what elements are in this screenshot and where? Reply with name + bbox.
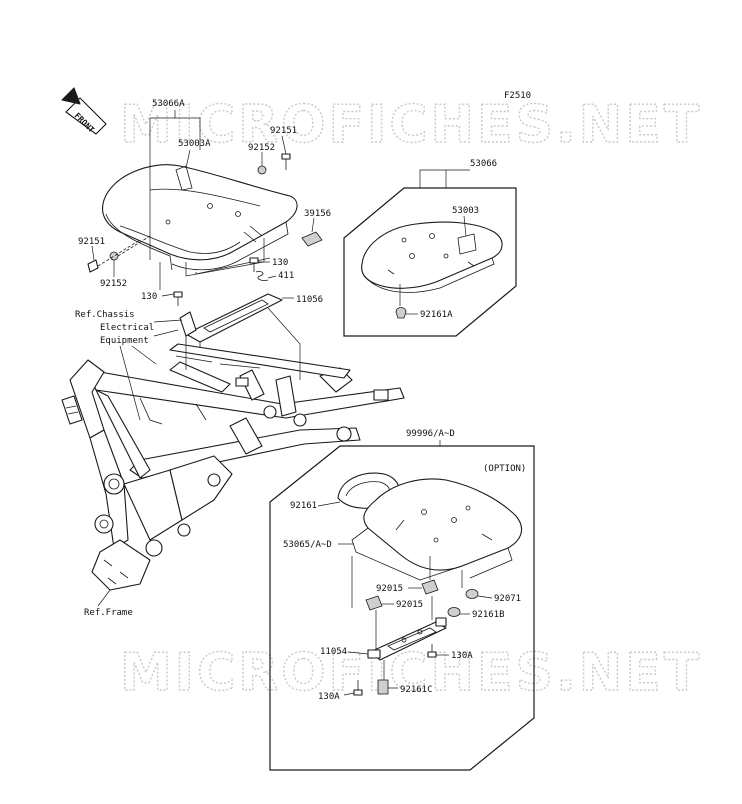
seat-cowl-53065 xyxy=(351,478,523,581)
option-box xyxy=(269,445,535,771)
bolt-130-top-icon xyxy=(249,257,259,272)
ref-electrical-label: Electrical xyxy=(100,323,154,333)
washer-92152-left-icon xyxy=(109,251,119,261)
callout-92071: 92071 xyxy=(494,594,521,604)
pad-39156-icon xyxy=(301,231,323,247)
callout-92152-left: 92152 xyxy=(100,279,127,289)
callout-11054: 11054 xyxy=(320,647,347,657)
callout-53065: 53065/A~D xyxy=(283,540,332,550)
leader-92071 xyxy=(477,595,493,599)
grommet-92071-icon xyxy=(465,589,479,599)
leader-130-b xyxy=(161,293,175,297)
dash-left-fasteners xyxy=(97,235,151,267)
leader-53003A xyxy=(185,149,191,169)
rider-seat-53066A xyxy=(102,164,298,271)
bolt-92151-left-icon xyxy=(87,259,99,273)
damper-92161A-icon xyxy=(395,307,407,319)
leader-92151-top xyxy=(281,135,287,155)
figure-code: F2510 xyxy=(504,91,531,101)
ref-equipment-label: Equipment xyxy=(100,336,149,346)
leader-ref-frame xyxy=(97,589,111,607)
ref-chassis-label: Ref.Chassis xyxy=(75,310,135,320)
callout-53003: 53003 xyxy=(452,206,479,216)
callout-39156: 39156 xyxy=(304,209,331,219)
damper-92161B-icon xyxy=(447,607,461,617)
callout-92015-b: 92015 xyxy=(396,600,423,610)
bolt-130A-b-icon xyxy=(353,680,363,696)
bolt-130-left-icon xyxy=(173,291,183,306)
callout-92151-left: 92151 xyxy=(78,237,105,247)
damper-92015-a-icon xyxy=(421,579,439,595)
leader-53066A xyxy=(149,110,201,260)
spring-411-icon xyxy=(255,271,269,281)
leader-11054 xyxy=(347,651,369,655)
leader-ref-chassis xyxy=(153,319,183,337)
option-label: (OPTION) xyxy=(483,464,526,474)
bracket-11054 xyxy=(367,617,447,661)
leader-seat-bracket xyxy=(159,238,265,290)
leader-bracket-frame xyxy=(185,307,301,380)
leader-damper-bracket xyxy=(375,596,433,650)
ref-frame-label: Ref.Frame xyxy=(84,608,133,618)
callout-53003A: 53003A xyxy=(178,139,211,149)
leader-39156 xyxy=(311,217,315,233)
callout-92161: 92161 xyxy=(290,501,317,511)
leader-92161 xyxy=(317,501,341,507)
leader-chassis-frame xyxy=(119,345,157,421)
leader-130A-b xyxy=(343,692,355,696)
damper-92015-b-icon xyxy=(365,595,383,611)
leader-53003 xyxy=(463,215,467,237)
leader-411 xyxy=(267,275,277,279)
callout-92161B: 92161B xyxy=(472,610,505,620)
leader-53066 xyxy=(419,169,470,188)
washer-92152-top-icon xyxy=(257,165,267,175)
callout-92161A: 92161A xyxy=(420,310,453,320)
callout-92161C: 92161C xyxy=(400,685,433,695)
motorcycle-frame xyxy=(61,343,405,591)
leader-92161C xyxy=(383,660,398,689)
pillion-seat-box xyxy=(343,187,517,337)
callout-130-a: 130 xyxy=(272,258,288,268)
leader-cowl-lower xyxy=(351,556,463,608)
callout-92015-a: 92015 xyxy=(376,584,403,594)
callout-53066A: 53066A xyxy=(152,99,185,109)
damper-92161C-icon xyxy=(377,679,389,695)
callout-130A-b: 130A xyxy=(318,692,340,702)
callout-130A-a: 130A xyxy=(451,651,473,661)
callout-130-b: 130 xyxy=(141,292,157,302)
bolt-92151-top-icon xyxy=(281,153,291,170)
callout-92152-top: 92152 xyxy=(248,143,275,153)
leader-seat-bracket-2 xyxy=(195,257,271,275)
callout-53066: 53066 xyxy=(470,159,497,169)
bolt-130A-a-icon xyxy=(427,644,437,658)
callout-92151-top: 92151 xyxy=(270,126,297,136)
front-arrow-icon: FRONT xyxy=(61,87,107,135)
leader-92151-left xyxy=(91,245,95,261)
callout-411: 411 xyxy=(278,271,294,281)
callout-99996: 99996/A~D xyxy=(406,429,455,439)
watermark-top: MICROFICHES.NET xyxy=(120,95,702,155)
seat-bracket-11056 xyxy=(179,293,283,353)
callout-11056: 11056 xyxy=(296,295,323,305)
watermark-bottom: MICROFICHES.NET xyxy=(120,643,702,703)
pillion-seat-53066 xyxy=(361,221,503,293)
